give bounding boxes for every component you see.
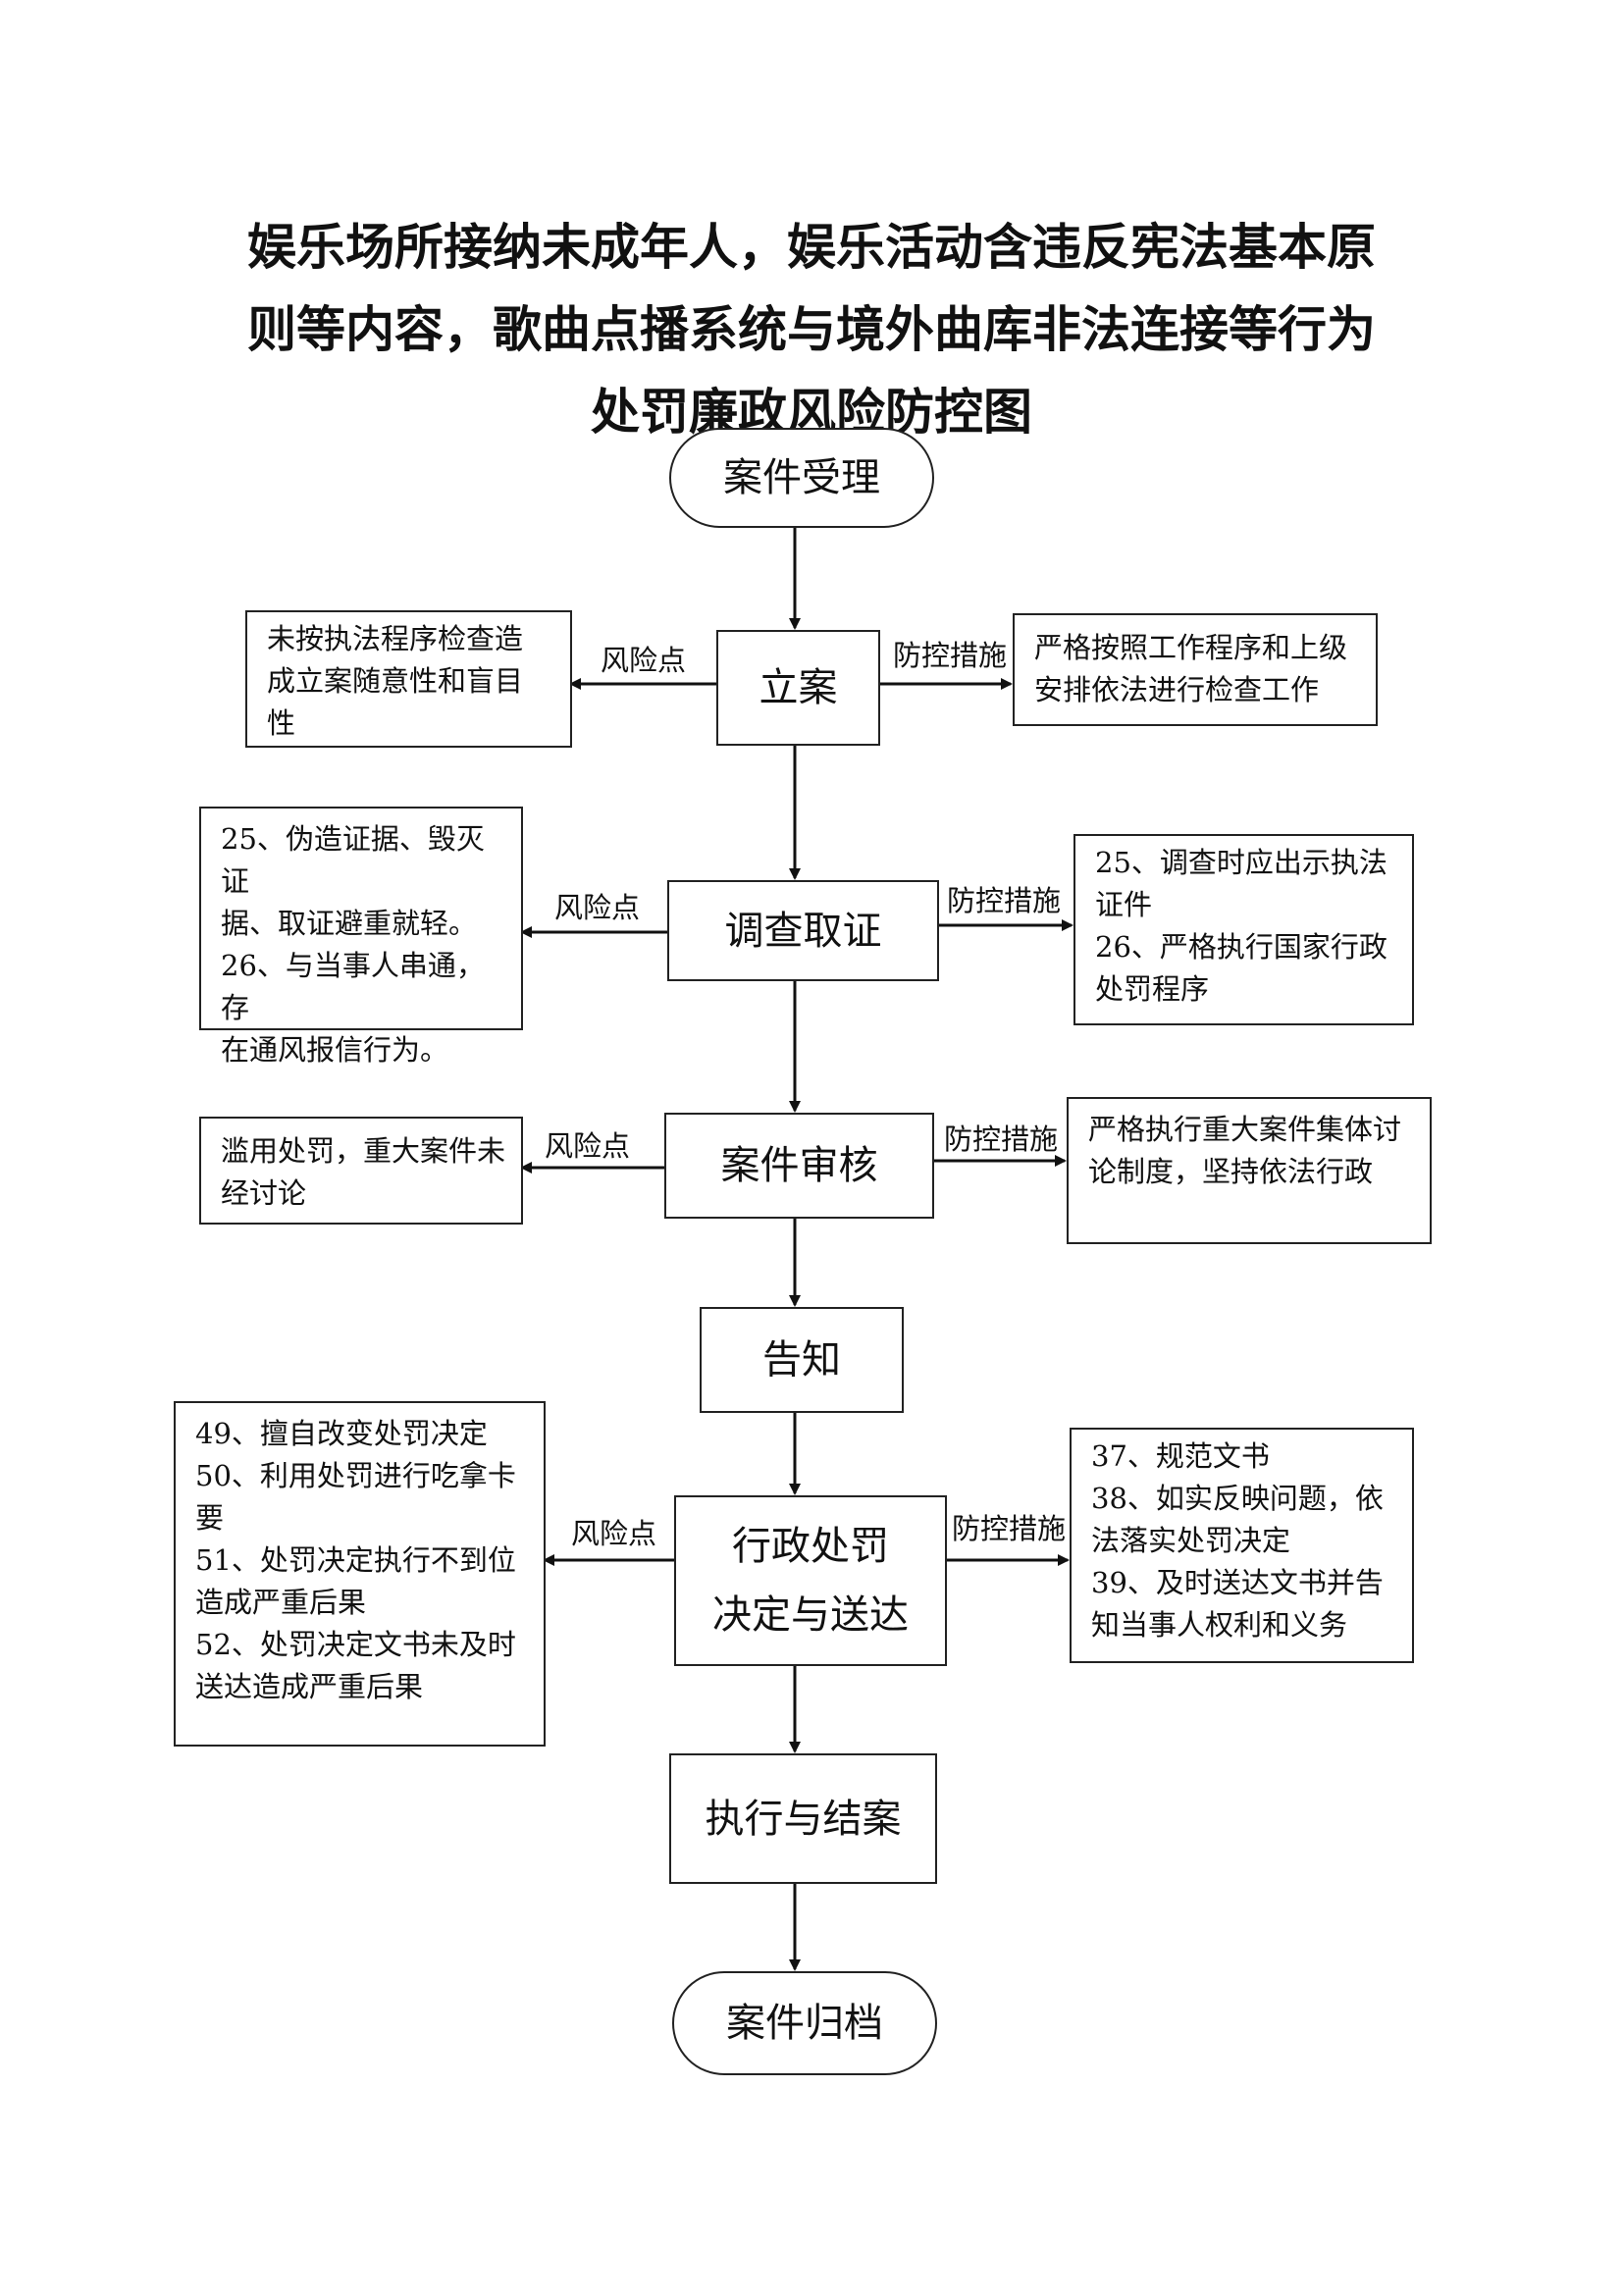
label-control-review: 防控措施 [944,1122,1059,1156]
node-case-accept: 案件受理 [669,428,934,528]
risk-note-filing-line: 未按执法程序检查造 [267,622,524,655]
node-case-accept-label: 案件受理 [723,455,880,500]
node-penalty-decision-line-1: 行政处罚 [732,1524,889,1569]
node-penalty-decision-line-2: 决定与送达 [712,1592,909,1638]
node-case-review: 案件审核 [664,1113,934,1219]
control-note-review: 严格执行重大案件集体讨 论制度，坚持依法行政 [1067,1097,1432,1244]
risk-note-investigation-line: 在通风报信行为。 [221,1033,449,1067]
node-case-archive-label: 案件归档 [726,2001,883,2046]
risk-note-decision-line: 造成严重后果 [195,1586,367,1619]
risk-note-review: 滥用处罚，重大案件未 经讨论 [199,1117,523,1225]
control-note-decision-line: 法落实处罚决定 [1091,1524,1291,1557]
risk-note-decision-line: 要 [195,1501,225,1535]
control-note-decision-line: 37、规范文书 [1091,1439,1270,1473]
risk-note-decision-line: 51、处罚决定执行不到位 [195,1543,516,1577]
control-note-filing: 严格按照工作程序和上级 安排依法进行检查工作 [1013,613,1378,726]
risk-note-investigation-line: 据、取证避重就轻。 [221,907,478,940]
control-note-decision: 37、规范文书 38、如实反映问题，依 法落实处罚决定 39、及时送达文书并告 … [1070,1428,1414,1663]
control-note-review-line: 论制度，坚持依法行政 [1088,1155,1374,1188]
control-note-investigation-line: 25、调查时应出示执法 [1095,846,1387,879]
risk-note-investigation: 25、伪造证据、毁灭证 据、取证避重就轻。 26、与当事人串通，存 在通风报信行… [199,807,523,1067]
label-control-filing: 防控措施 [893,639,1008,672]
control-note-filing-line: 安排依法进行检查工作 [1034,673,1320,706]
label-risk-investigation: 风险点 [554,891,641,924]
node-filing: 立案 [716,630,880,746]
label-control-investigation: 防控措施 [947,884,1062,917]
node-notify: 告知 [700,1307,904,1413]
node-filing-label: 立案 [759,665,838,710]
risk-note-decision: 49、擅自改变处罚决定 50、利用处罚进行吃拿卡 要 51、处罚决定执行不到位 … [174,1401,546,1747]
risk-note-decision-line: 50、利用处罚进行吃拿卡 [195,1459,516,1492]
label-control-decision: 防控措施 [952,1512,1067,1545]
label-risk-filing: 风险点 [601,644,687,677]
risk-note-decision-line: 送达造成严重后果 [195,1670,424,1703]
control-note-investigation: 25、调查时应出示执法 证件 26、严格执行国家行政 处罚程序 [1073,834,1414,1025]
control-note-review-line: 严格执行重大案件集体讨 [1088,1113,1402,1146]
node-execute-close-label: 执行与结案 [705,1796,902,1842]
control-note-decision-line: 知当事人权利和义务 [1091,1608,1348,1642]
node-execute-close: 执行与结案 [669,1753,937,1884]
risk-note-filing-line: 成立案随意性和盲目 [267,664,524,698]
node-case-archive: 案件归档 [672,1971,937,2075]
risk-note-review-line: 经讨论 [221,1176,307,1210]
risk-note-investigation-line: 26、与当事人串通，存 [221,949,485,1024]
node-investigation: 调查取证 [667,880,939,981]
risk-note-decision-line: 52、处罚决定文书未及时 [195,1628,516,1661]
label-risk-review: 风险点 [545,1129,631,1163]
risk-note-review-line: 滥用处罚，重大案件未 [221,1134,506,1168]
control-note-decision-line: 39、及时送达文书并告 [1091,1566,1384,1599]
label-risk-decision: 风险点 [571,1517,657,1550]
diagram-title: 娱乐场所接纳未成年人，娱乐活动含违反宪法基本原 则等内容，歌曲点播系统与境外曲库… [196,206,1427,453]
control-note-investigation-line: 处罚程序 [1095,972,1210,1006]
risk-note-filing-line: 性 [267,706,296,740]
node-penalty-decision: 行政处罚 决定与送达 [674,1495,947,1666]
control-note-investigation-line: 26、严格执行国家行政 [1095,930,1387,964]
control-note-investigation-line: 证件 [1095,888,1153,921]
control-note-filing-line: 严格按照工作程序和上级 [1034,631,1348,664]
node-notify-label: 告知 [762,1337,841,1383]
title-line-1: 娱乐场所接纳未成年人，娱乐活动含违反宪法基本原 [247,218,1376,276]
node-case-review-label: 案件审核 [720,1143,878,1188]
node-investigation-label: 调查取证 [724,908,882,954]
control-note-decision-line: 38、如实反映问题，依 [1091,1482,1384,1515]
risk-note-filing: 未按执法程序检查造 成立案随意性和盲目 性 [245,610,572,748]
risk-note-decision-line: 49、擅自改变处罚决定 [195,1417,488,1450]
title-line-2: 则等内容，歌曲点播系统与境外曲库非法连接等行为 [247,300,1376,358]
risk-note-investigation-line: 25、伪造证据、毁灭证 [221,822,485,898]
